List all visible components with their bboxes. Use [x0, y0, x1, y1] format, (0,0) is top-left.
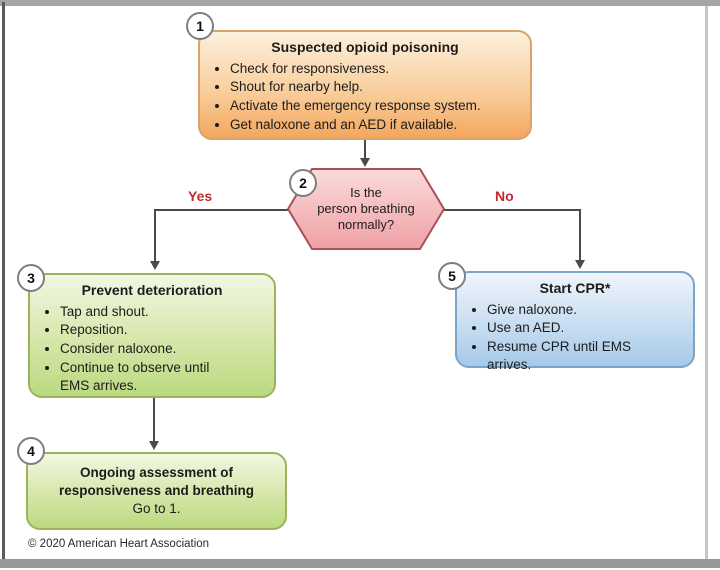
box-3-title: Prevent deterioration: [81, 282, 223, 298]
box-prevent-deterioration: Prevent deterioration Tap and shout.Repo…: [28, 273, 276, 398]
box-suspected-opioid-poisoning: Suspected opioid poisoning Check for res…: [198, 30, 532, 140]
bullet-item: Shout for nearby help.: [230, 78, 512, 96]
step-5-number: 5: [448, 268, 456, 284]
box-4-title-line-2: responsiveness and breathing: [58, 482, 255, 498]
connector-box3-to-box4: [153, 398, 155, 443]
decision-hexagon-shape: [286, 168, 446, 250]
step-2-badge: 2: [289, 169, 317, 197]
box-5-bullet-list: Give naloxone.Use an AED.Resume CPR unti…: [457, 301, 693, 374]
arrowhead-box3-to-box4: [149, 441, 159, 450]
no-branch-label: No: [495, 188, 514, 204]
step-4-number: 4: [27, 443, 35, 459]
box-4-text: Ongoing assessment of responsiveness and…: [28, 454, 285, 517]
yes-branch-label: Yes: [188, 188, 213, 204]
step-1-badge: 1: [186, 12, 214, 40]
decision-hexagon: [286, 167, 446, 251]
decision-question-line-1: Is the: [350, 184, 382, 200]
connector-no-horizontal: [440, 209, 581, 211]
bullet-item: Continue to observe until EMS arrives.: [60, 359, 240, 395]
box-1-bullet-list: Check for responsiveness.Shout for nearb…: [200, 60, 530, 134]
step-5-badge: 5: [438, 262, 466, 290]
bullet-item: Get naloxone and an AED if available.: [230, 116, 512, 134]
step-1-number: 1: [196, 18, 204, 34]
connector-box1-to-decision: [364, 140, 366, 160]
frame-bottom-bar: [0, 559, 720, 568]
step-2-number: 2: [299, 175, 307, 191]
bullet-item: Consider naloxone.: [60, 340, 240, 358]
box-3-bullet-list: Tap and shout.Reposition.Consider naloxo…: [30, 303, 274, 395]
box-start-cpr: Start CPR* Give naloxone.Use an AED.Resu…: [455, 271, 695, 372]
arrowhead-no-to-box5: [575, 260, 585, 269]
frame-right-bar: [705, 6, 708, 559]
decision-question: Is the person breathing normally?: [286, 167, 446, 251]
bullet-item: Activate the emergency response system.: [230, 97, 512, 115]
decision-question-line-3: normally?: [337, 217, 395, 233]
bullet-item: Use an AED.: [487, 319, 675, 337]
box-4-title-line-1: Ongoing assessment of: [79, 465, 234, 480]
arrowhead-box1-to-decision: [360, 158, 370, 167]
bullet-item: Resume CPR until EMS arrives.: [487, 338, 675, 374]
box-ongoing-assessment: Ongoing assessment of responsiveness and…: [26, 452, 287, 530]
connector-yes-vertical: [154, 209, 156, 261]
copyright-text: © 2020 American Heart Association: [28, 538, 210, 550]
frame-top-bar: [0, 0, 720, 6]
connector-yes-horizontal: [154, 209, 292, 211]
frame-left-bar: [2, 2, 5, 562]
decision-question-line-2: person breathing: [317, 200, 415, 216]
bullet-item: Reposition.: [60, 321, 240, 339]
box-5-title: Start CPR*: [539, 280, 611, 296]
arrowhead-yes-to-box3: [150, 261, 160, 270]
step-3-badge: 3: [17, 264, 45, 292]
step-3-number: 3: [27, 270, 35, 286]
bullet-item: Check for responsiveness.: [230, 60, 512, 78]
connector-no-vertical: [579, 209, 581, 260]
step-4-badge: 4: [17, 437, 45, 465]
box-4-subtitle: Go to 1.: [132, 500, 181, 516]
bullet-item: Give naloxone.: [487, 301, 675, 319]
box-1-title: Suspected opioid poisoning: [271, 39, 459, 55]
bullet-item: Tap and shout.: [60, 303, 240, 321]
